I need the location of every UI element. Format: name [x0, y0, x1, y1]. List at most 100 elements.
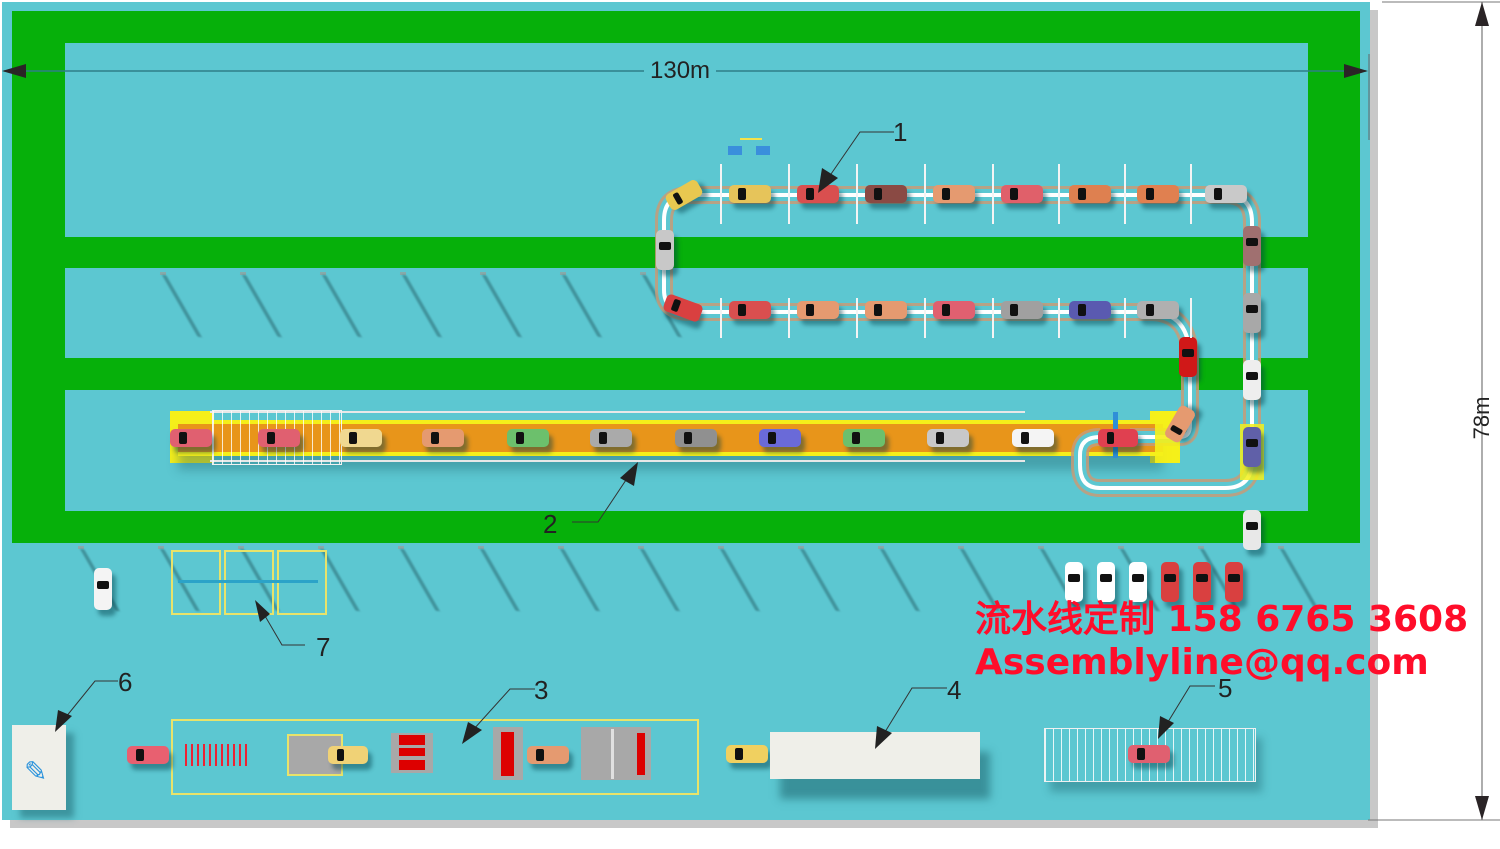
- width-dimension-label: 130m: [644, 59, 717, 83]
- overhead-car: [729, 301, 771, 319]
- hanger-pillar: [924, 298, 926, 338]
- overhead-car: [865, 301, 907, 319]
- chassis-dyno-roller: [501, 732, 514, 776]
- column-post: [1118, 546, 1124, 549]
- hanger-pillar: [1124, 164, 1126, 224]
- overhead-car: [1001, 185, 1043, 203]
- final-line-car: [422, 429, 464, 447]
- inspection-line-frame: [171, 719, 699, 795]
- overhead-car: [865, 185, 907, 203]
- hanger-pillar: [720, 298, 722, 338]
- column-post: [1038, 546, 1044, 549]
- column-post: [320, 272, 326, 275]
- hanger-pillar: [992, 298, 994, 338]
- callout-leader-7: [255, 600, 305, 646]
- control-indicator: [740, 138, 762, 140]
- parked-car: [1097, 562, 1115, 602]
- final-line-car: [1012, 429, 1054, 447]
- hanger-pillar: [1058, 164, 1060, 224]
- callout-label-2: 2: [543, 509, 558, 539]
- final-line-slat-conveyor: [178, 420, 1163, 456]
- parked-car: [1193, 562, 1211, 602]
- column-post: [240, 272, 246, 275]
- inspection-entry-car: [127, 746, 169, 764]
- parked-car: [1129, 562, 1147, 602]
- final-line-guard-rail-top: [210, 411, 1025, 413]
- final-line-car: [590, 429, 632, 447]
- column-post: [158, 546, 164, 549]
- final-line-car: [340, 429, 382, 447]
- final-line-car: [843, 429, 885, 447]
- control-panel-left: [728, 146, 742, 155]
- column-post: [1198, 546, 1204, 549]
- exit-car: [1243, 510, 1261, 550]
- hanger-pillar: [856, 298, 858, 338]
- inspection-car-dyno: [527, 746, 569, 764]
- width-arrow-left: [2, 64, 26, 78]
- callout-leader-4: [875, 687, 947, 749]
- control-panel-right: [756, 146, 770, 155]
- hanger-pillar: [720, 164, 722, 224]
- water-spray-icon: ✎: [24, 756, 48, 787]
- column-post: [400, 272, 406, 275]
- car-to-test-building: [726, 745, 768, 763]
- parked-car: [1065, 562, 1083, 602]
- column-post: [798, 546, 804, 549]
- overhead-car: [933, 185, 975, 203]
- hanger-pillar: [1058, 298, 1060, 338]
- column-post: [878, 546, 884, 549]
- brake-roller-top: [399, 735, 425, 745]
- callout-leader-6: [55, 680, 118, 732]
- overhead-car: [1069, 301, 1111, 319]
- chassis-dyno: [493, 727, 523, 780]
- column-post: [398, 546, 404, 549]
- column-post: [1278, 546, 1284, 549]
- watermark-email: Assemblyline@qq.com: [975, 642, 1429, 683]
- overhead-car: [729, 185, 771, 203]
- parked-car: [1225, 562, 1243, 602]
- watermark-phone: 流水线定制 158 6765 3608: [975, 599, 1469, 640]
- column-post: [478, 546, 484, 549]
- column-post: [160, 272, 166, 275]
- column-post: [318, 546, 324, 549]
- callout-label-4: 4: [947, 675, 962, 705]
- overhead-car-vertical: [1243, 427, 1261, 467]
- test-building: [770, 732, 980, 779]
- hanger-pillar: [1124, 298, 1126, 338]
- column-post: [480, 272, 486, 275]
- final-line-car: [170, 429, 212, 447]
- column-post: [560, 272, 566, 275]
- callout-label-7: 7: [316, 632, 331, 662]
- final-line-guard-rail-bottom: [210, 460, 1025, 462]
- column-post: [718, 546, 724, 549]
- overhead-car-vertical: [1243, 360, 1261, 400]
- brake-tester: [391, 733, 433, 773]
- overhead-car: [1205, 185, 1247, 203]
- column-post: [78, 546, 84, 549]
- hanger-pillar: [788, 298, 790, 338]
- hanger-pillar: [1190, 298, 1192, 338]
- callout-label-6: 6: [118, 667, 133, 697]
- side-slip-plate: [637, 733, 645, 775]
- overhead-car-vertical: [1243, 226, 1261, 266]
- headlight-tester: [581, 727, 651, 780]
- overhead-car: [797, 301, 839, 319]
- callout-leader-3: [462, 688, 535, 744]
- column-post: [238, 546, 244, 549]
- final-line-car: [675, 429, 717, 447]
- repair-rack-car: [1128, 745, 1170, 763]
- column-post: [640, 272, 646, 275]
- speed-bump-rows: [185, 744, 247, 766]
- column-post: [638, 546, 644, 549]
- final-line-car: [759, 429, 801, 447]
- brake-roller-bottom: [399, 760, 425, 770]
- parked-car-left: [94, 568, 112, 610]
- overhead-car: [1001, 301, 1043, 319]
- overhead-car-vertical: [1179, 337, 1197, 377]
- height-arrow-bottom: [1475, 796, 1489, 820]
- width-arrow-right: [1344, 64, 1368, 78]
- callout-leader-1: [818, 131, 894, 193]
- parked-car: [1161, 562, 1179, 602]
